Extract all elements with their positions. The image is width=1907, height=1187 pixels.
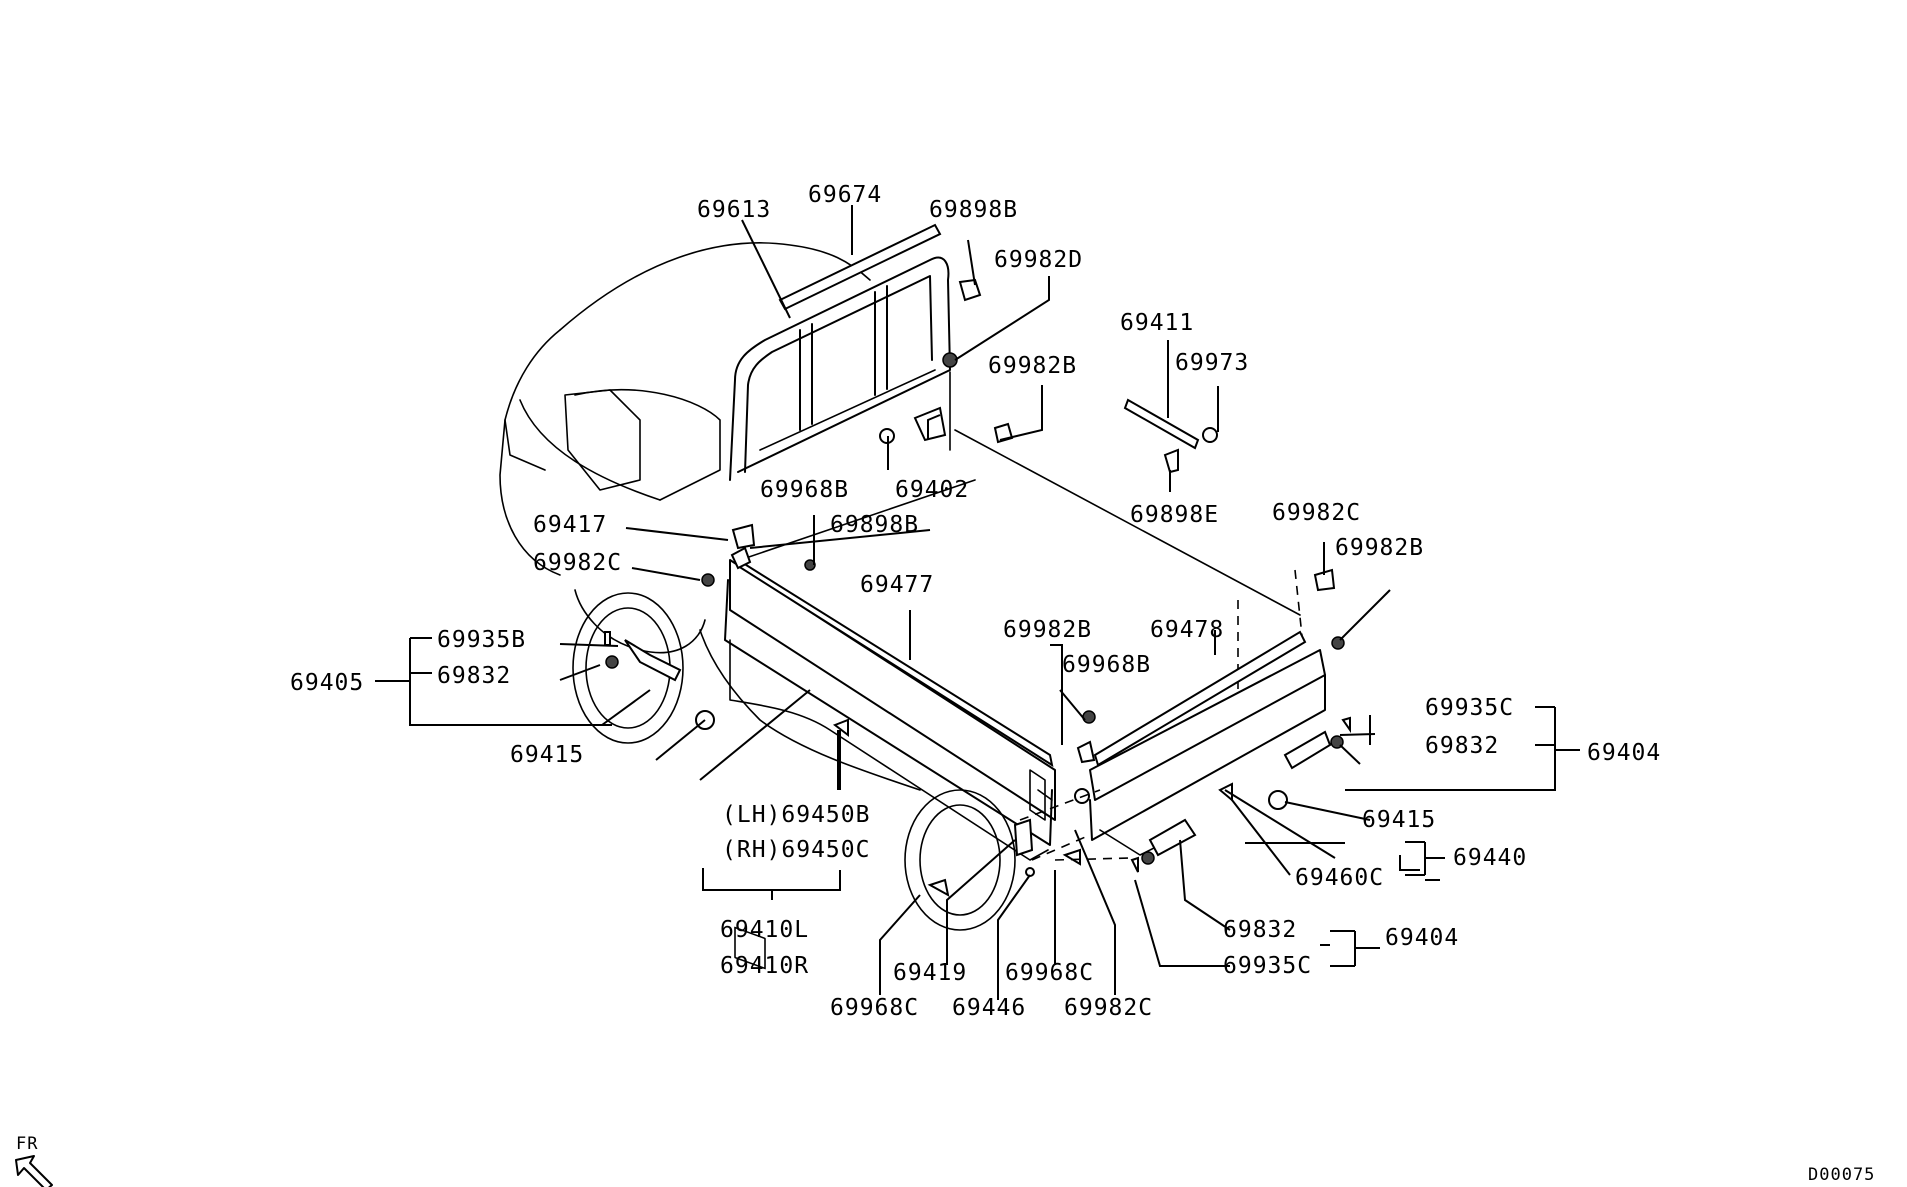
label-69982b-b: 69982B (1003, 617, 1092, 643)
label-69898b-top: 69898B (929, 197, 1018, 223)
label-69982b-right: 69982B (1335, 535, 1424, 561)
label-69410r: 69410R (720, 953, 809, 979)
label-69973: 69973 (1175, 350, 1249, 376)
deck-floor (739, 371, 1303, 690)
label-69450b: (LH)69450B (722, 802, 870, 828)
label-69440: 69440 (1453, 845, 1527, 871)
tie-down-chain (1123, 398, 1218, 474)
label-69982c-right: 69982C (1272, 500, 1361, 526)
label-69832-right: 69832 (1425, 733, 1499, 759)
label-69450c: (RH)69450C (722, 837, 870, 863)
front-arrow-icon (15, 1155, 53, 1187)
label-69968b-b: 69968B (1062, 652, 1151, 678)
label-69935c-right: 69935C (1425, 695, 1514, 721)
front-direction-label: FR (16, 1134, 38, 1154)
right-wheel (904, 789, 1016, 931)
headboard-rack (729, 256, 951, 481)
label-69968c-b: 69968C (830, 995, 919, 1021)
part-labels: 69613 69674 69898B 69982D 69411 69973 69… (290, 182, 1661, 1021)
label-69898e: 69898E (1130, 502, 1219, 528)
label-69968c-a: 69968C (1005, 960, 1094, 986)
drawing-id: D00075 (1808, 1165, 1875, 1185)
left-side-gate (724, 546, 1056, 970)
right-side-gate (1089, 630, 1326, 856)
label-69478: 69478 (1150, 617, 1224, 643)
label-69982c-bot: 69982C (1064, 995, 1153, 1021)
label-69411: 69411 (1120, 310, 1194, 336)
label-69417: 69417 (533, 512, 607, 538)
label-69982d: 69982D (994, 247, 1083, 273)
label-69832-left: 69832 (437, 663, 511, 689)
label-69404-bot: 69404 (1385, 925, 1459, 951)
label-69968b-a: 69968B (760, 477, 849, 503)
label-69419: 69419 (893, 960, 967, 986)
brackets (375, 637, 1580, 967)
label-69674: 69674 (808, 182, 882, 208)
label-69460c: 69460C (1295, 865, 1384, 891)
right-hinge-hardware (927, 568, 1351, 897)
label-69477: 69477 (860, 572, 934, 598)
label-69410l: 69410L (720, 917, 809, 943)
label-69402: 69402 (895, 477, 969, 503)
label-69898b-mid: 69898B (830, 512, 919, 538)
label-69982c-left: 69982C (533, 550, 622, 576)
label-69613: 69613 (697, 197, 771, 223)
leader-lines (559, 205, 1440, 1000)
label-69415-left: 69415 (510, 742, 584, 768)
label-69405: 69405 (290, 670, 364, 696)
label-69415-right: 69415 (1362, 807, 1436, 833)
label-69935c-bot: 69935C (1223, 953, 1312, 979)
label-69935b: 69935B (437, 627, 526, 653)
label-69982b-a: 69982B (988, 353, 1077, 379)
label-69404-right: 69404 (1587, 740, 1661, 766)
label-69446: 69446 (952, 995, 1026, 1021)
label-69832-bot: 69832 (1223, 917, 1297, 943)
front-direction-indicator: FR (15, 1134, 53, 1187)
vehicle-cab-outline (499, 242, 921, 791)
